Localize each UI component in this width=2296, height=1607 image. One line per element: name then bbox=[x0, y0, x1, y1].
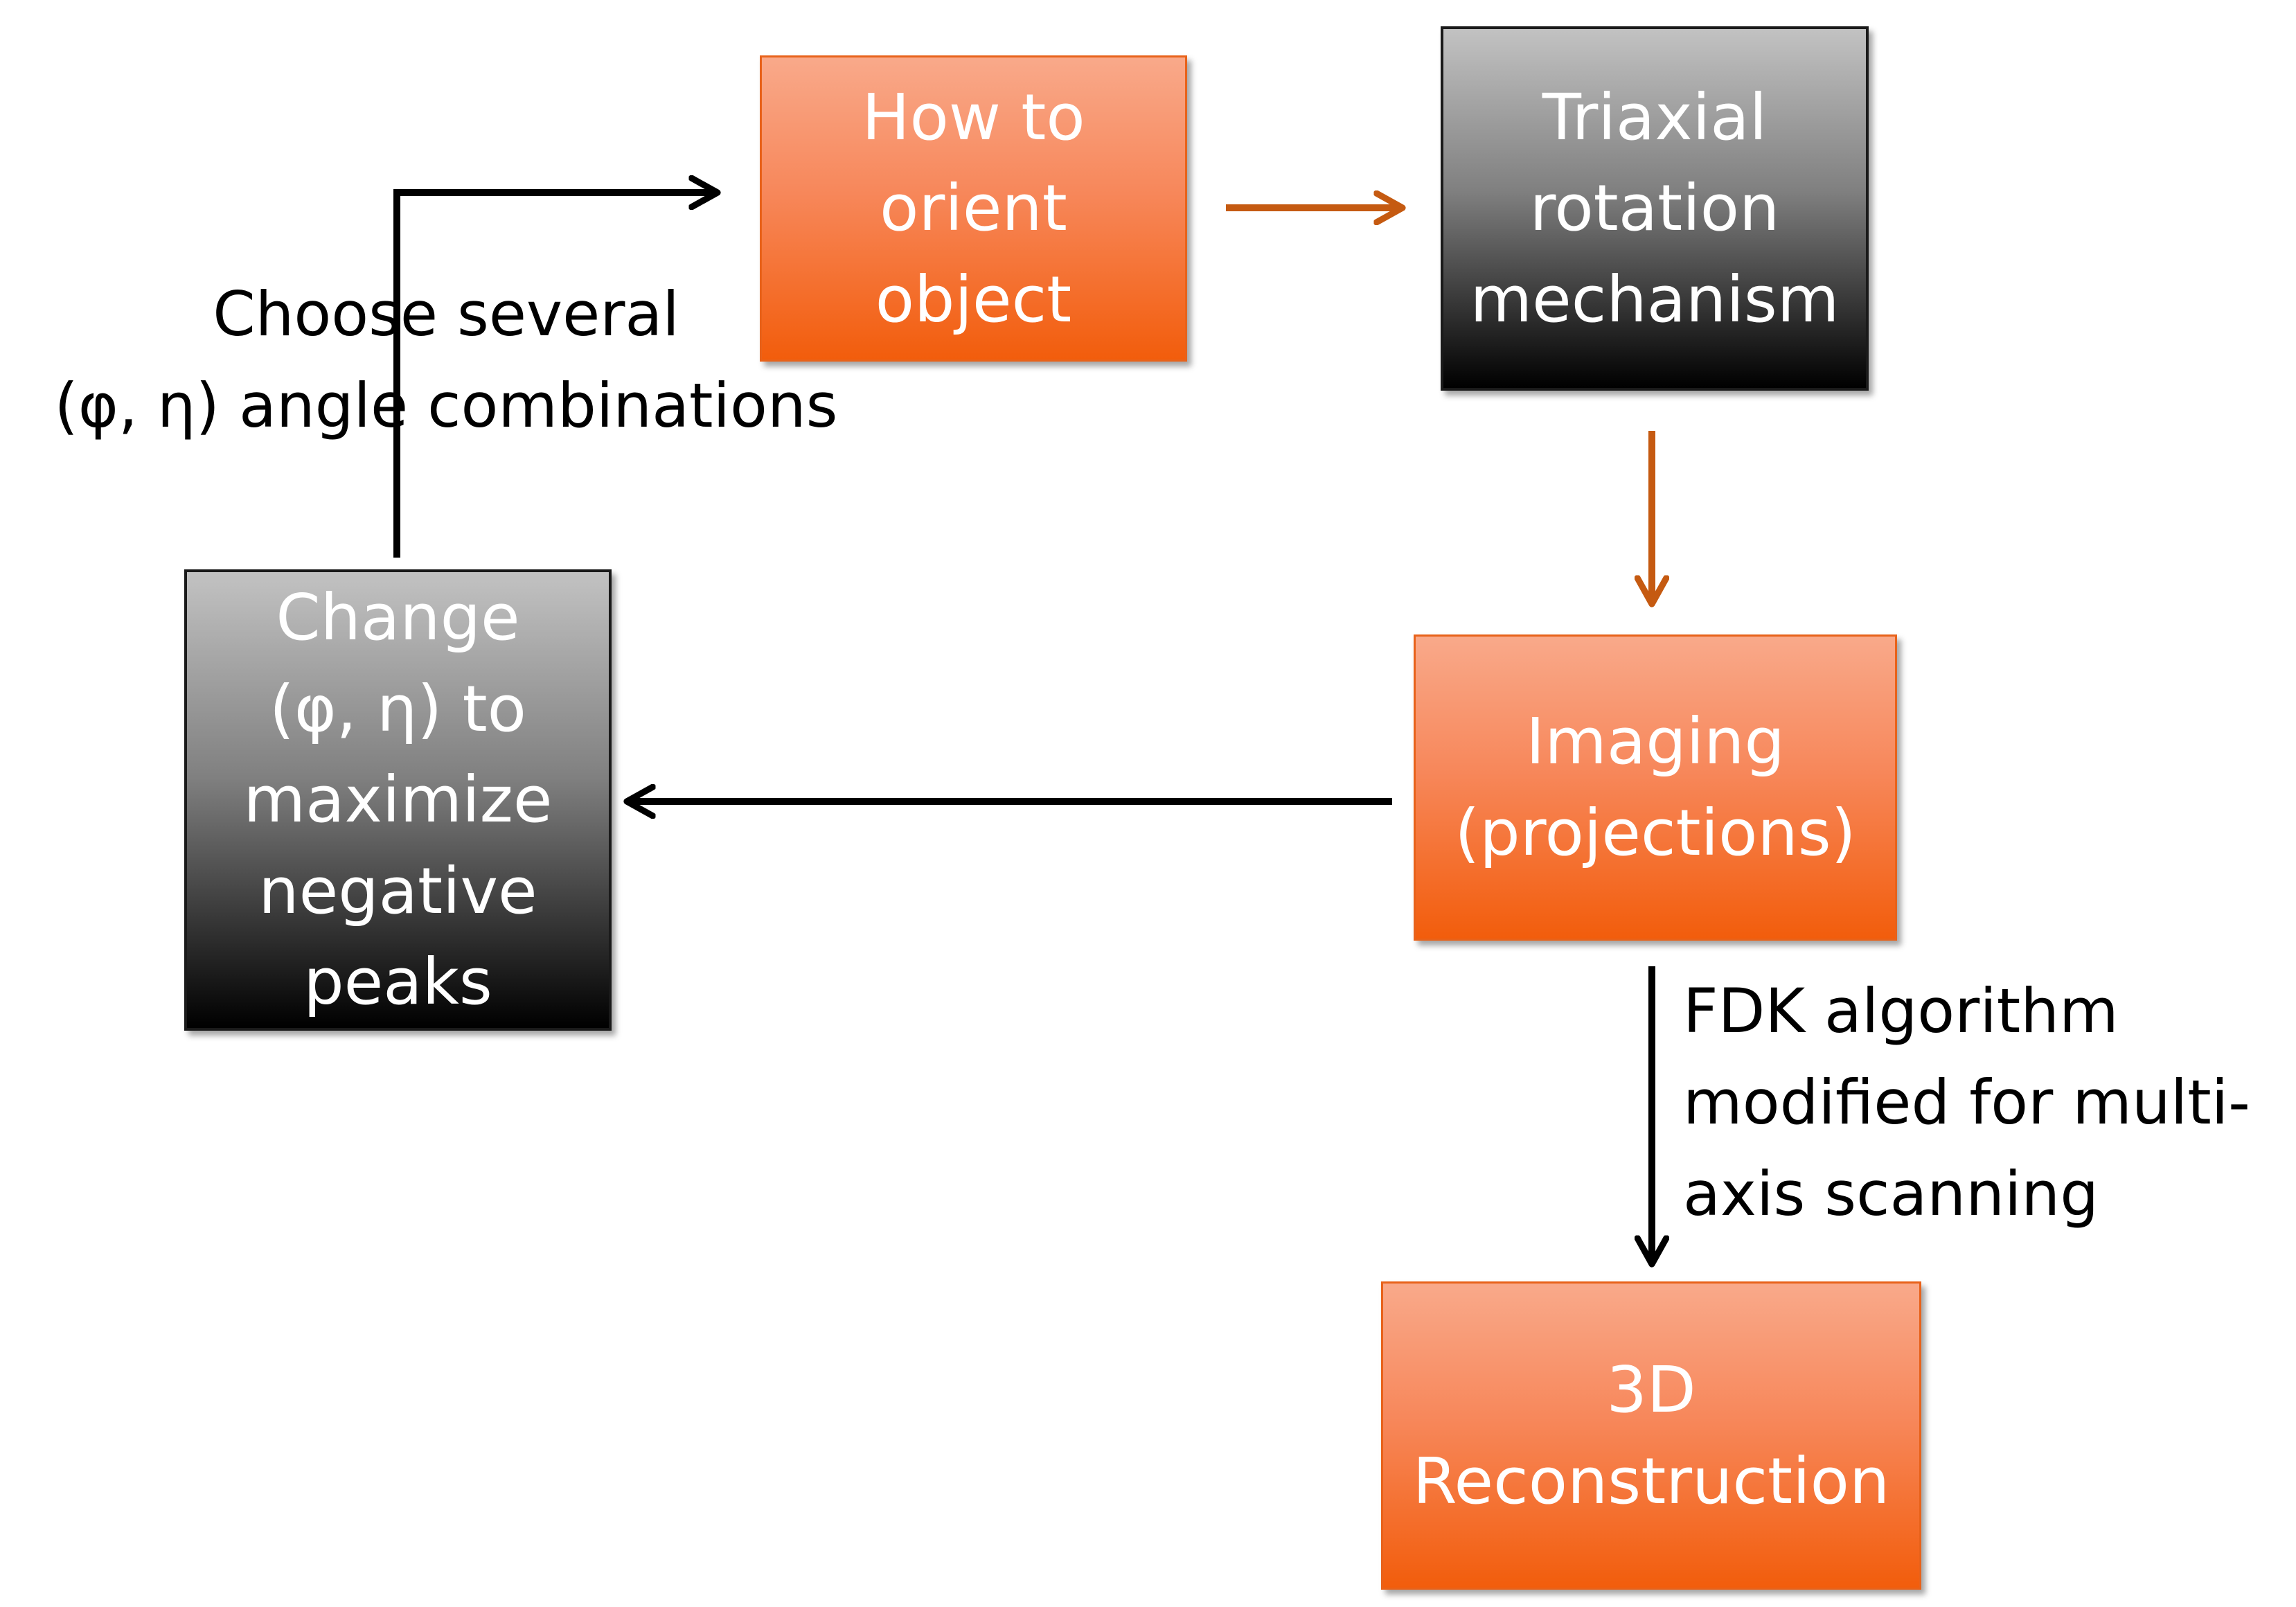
node-triaxial-rotation-mechanism: Triaxial rotation mechanism bbox=[1441, 26, 1869, 391]
node-how-to-orient-object: How to orient object bbox=[760, 55, 1187, 362]
edge-label-fdk-algorithm: FDK algorithm modified for multi- axis s… bbox=[1683, 975, 2250, 1229]
edge-label-choose-angles: Choose several (φ, η) angle combinations bbox=[54, 278, 838, 441]
node-imaging-projections: Imaging (projections) bbox=[1414, 634, 1897, 941]
node-change-phi-eta: Change (φ, η) to maximize negative peaks bbox=[184, 569, 612, 1031]
node-3d-reconstruction: 3D Reconstruction bbox=[1381, 1281, 1921, 1590]
arrow-change-to-orient bbox=[393, 193, 718, 558]
